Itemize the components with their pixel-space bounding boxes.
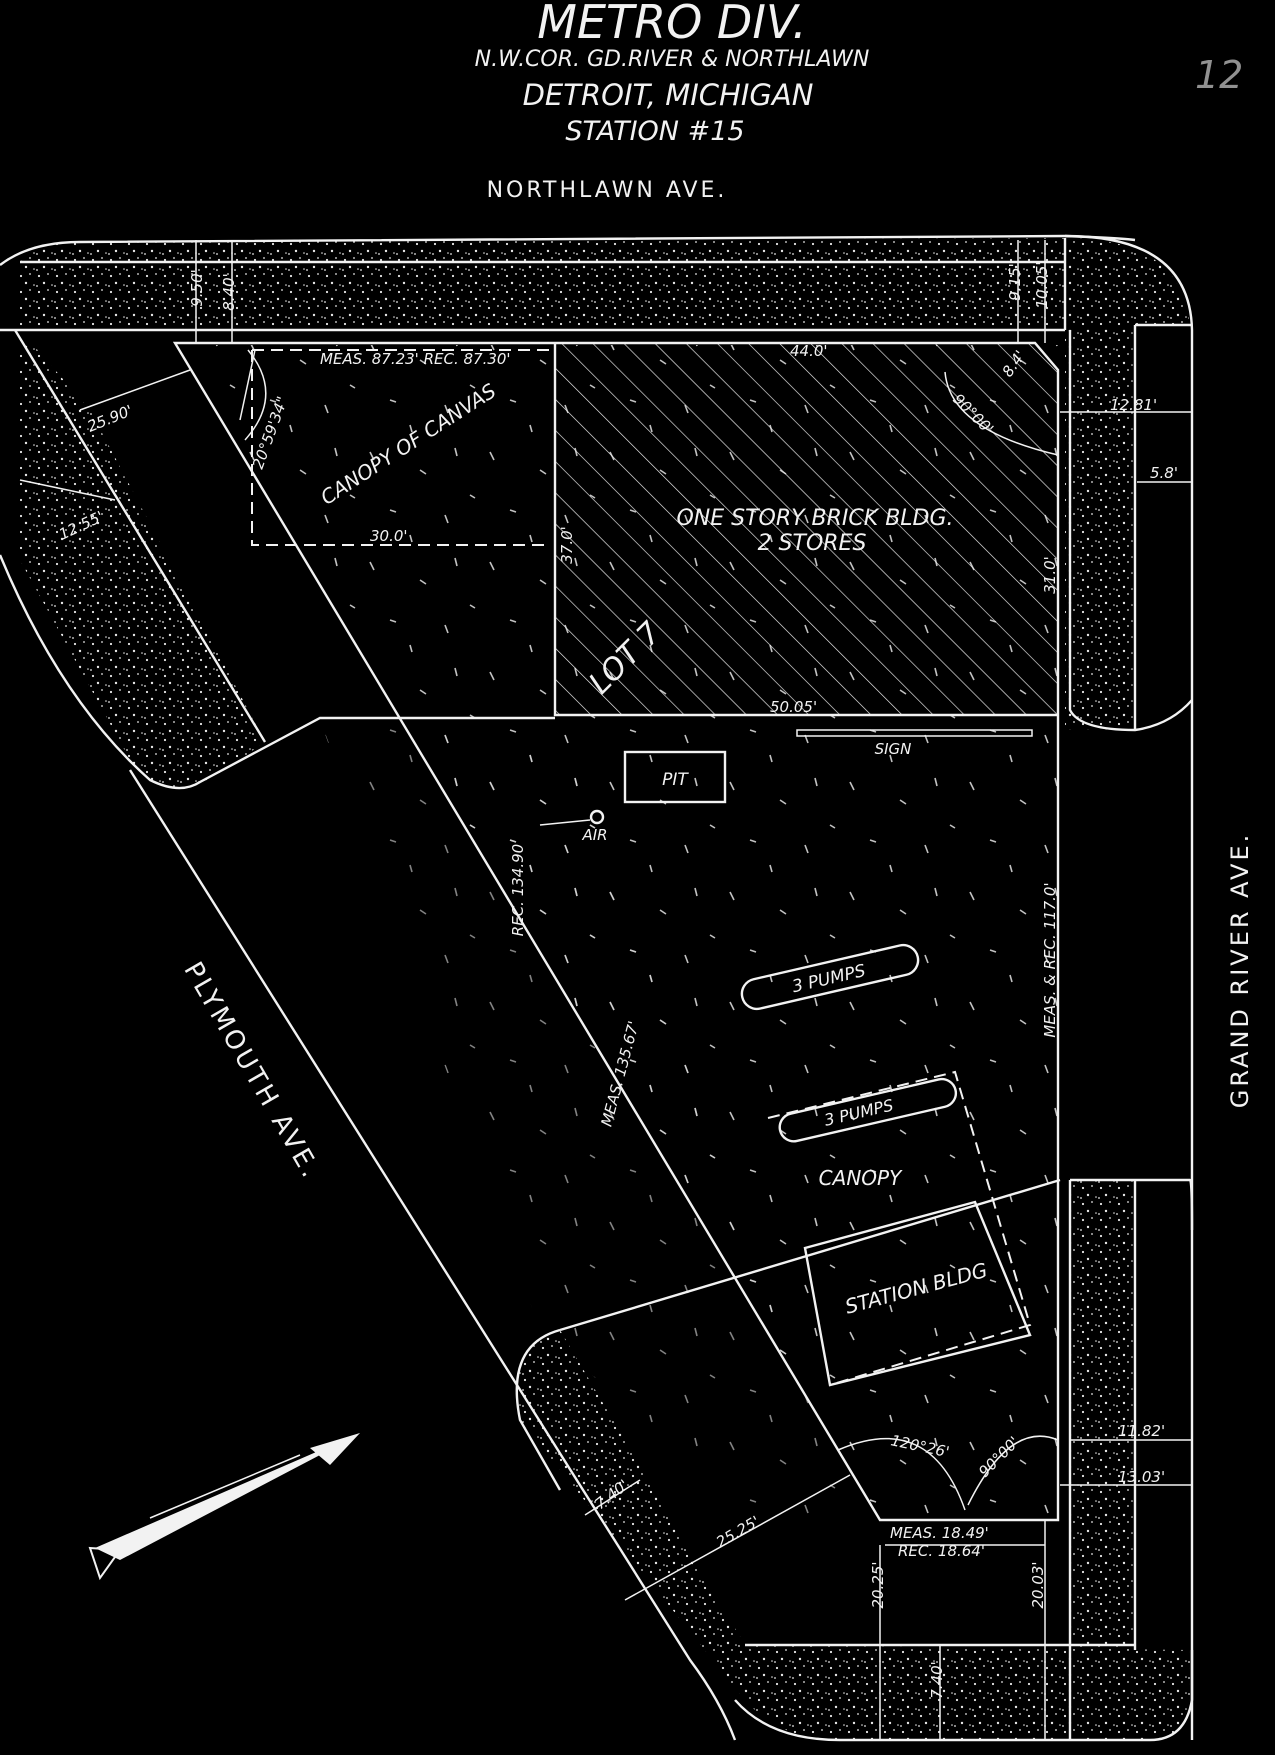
canvas-canopy <box>251 349 555 546</box>
pump-island-2 <box>778 1077 958 1143</box>
sign-label: SIGN <box>875 740 912 758</box>
stores-label: 2 STORES <box>758 531 867 556</box>
building-label: ONE STORY BRICK BLDG. <box>676 506 953 531</box>
dim-west-walk-1: 25.90' <box>85 401 135 435</box>
dim-south-right: 20.03' <box>1029 1561 1047 1608</box>
dim-walk-ne-1: 9.15' <box>1006 263 1024 301</box>
dim-south-rec: REC. 18.64' <box>898 1542 985 1560</box>
city: DETROIT, MICHIGAN <box>523 78 814 112</box>
station-building <box>803 1200 1032 1387</box>
page-mark: 12 <box>1195 53 1243 97</box>
dim-east-meas: MEAS. & REC. 117.0' <box>1041 882 1059 1037</box>
dim-bldg-top: 44.0' <box>790 342 828 360</box>
dim-south-walk: 7.40' <box>928 1661 946 1699</box>
sidewalk-east <box>1065 238 1190 1650</box>
dim-sw-walk-2: 25.25' <box>713 1512 763 1551</box>
dim-se-2: 13.03' <box>1118 1468 1165 1486</box>
dim-bldg-bottom: 50.05' <box>770 698 817 716</box>
dim-east-2: 5.8' <box>1150 464 1178 482</box>
station-canopy <box>767 1070 1032 1386</box>
title: METRO DIV. <box>537 0 806 49</box>
air-post <box>589 809 605 825</box>
dim-south-left: 20.25' <box>869 1561 887 1608</box>
dim-diag-rec: REC. 134.90 <box>509 844 527 936</box>
dim-walk-ne-2: 10.05' <box>1033 261 1051 308</box>
pit-label: PIT <box>662 770 689 790</box>
dim-south-meas: MEAS. 18.49' <box>890 1524 989 1542</box>
dim-north-meas: MEAS. 87.23' REC. 87.30' <box>320 350 511 368</box>
sidewalk-west <box>20 330 265 790</box>
dim-walk-nw-2: 8.40' <box>220 273 238 311</box>
air-label: AIR <box>581 826 607 844</box>
street-north: NORTHLAWN AVE. <box>487 178 728 203</box>
street-east: GRAND RIVER AVE. <box>1226 832 1254 1109</box>
pit <box>623 750 727 804</box>
dim-se-1: 11.82' <box>1118 1422 1165 1440</box>
station-number: STATION #15 <box>565 116 744 147</box>
north-arrow-icon <box>88 1433 360 1581</box>
sidewalk-south <box>516 1330 1190 1740</box>
dim-walk-nw-1: 9.50' <box>188 269 206 307</box>
pump-island-1 <box>740 943 920 1011</box>
location-line: N.W.COR. GD.RIVER & NORTHLAWN <box>475 47 870 72</box>
sign <box>796 729 1033 737</box>
sidewalk-north <box>20 238 1065 330</box>
brick-building <box>555 343 1058 715</box>
dim-east-1: 12.81' <box>1110 396 1157 414</box>
dim-canopy-width: 30.0' <box>370 527 408 545</box>
canopy-label: CANOPY <box>819 1166 903 1190</box>
dim-bldg-left: 37.0' <box>558 526 576 564</box>
street-west: PLYMOUTH AVE. <box>177 957 326 1185</box>
dim-bldg-right: 31.0' <box>1041 556 1059 594</box>
